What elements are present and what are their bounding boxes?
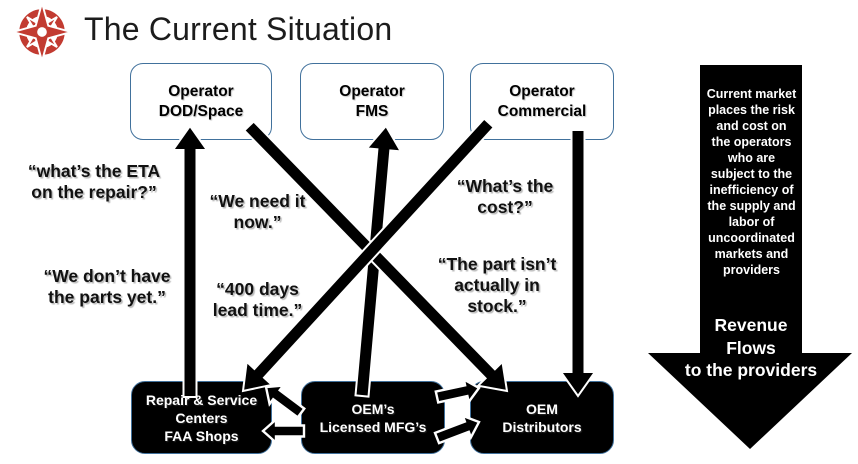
quote-400-days: “400 days lead time.” <box>212 279 303 320</box>
page-title: The Current Situation <box>84 11 393 47</box>
quote-eta-on-repair: “what’s the ETA on the repair?” <box>27 161 161 202</box>
quote-we-need-it-now: “We need it now.” <box>209 191 306 232</box>
box-operator-fms: Operator FMS <box>300 63 444 140</box>
box-repair-service-centers: Repair & Service Centers FAA Shops <box>131 381 272 454</box>
quote-part-not-in-stock: “The part isn’t actually in stock.” <box>437 254 557 316</box>
arrow-mfg-to-operator-fms <box>354 124 403 398</box>
quote-whats-the-cost: “What’s the cost?” <box>456 176 554 217</box>
box-oem-distributors: OEM Distributors <box>470 381 614 454</box>
box-oem-licensed-mfg: OEM’s Licensed MFG’s <box>301 381 445 454</box>
box-operator-dod-space: Operator DOD/Space <box>130 63 272 140</box>
side-arrow-paragraph: Current market places the risk and cost … <box>706 87 797 277</box>
box-operator-commercial: Operator Commercial <box>470 63 614 140</box>
side-arrow-caption-revenue-flows: Revenue Flows to the providers <box>684 315 818 380</box>
arrow-repair-to-operator-dod <box>171 124 209 398</box>
quote-dont-have-parts: “We don’t have the parts yet.” <box>43 266 171 307</box>
compass-rose-icon <box>13 3 71 61</box>
